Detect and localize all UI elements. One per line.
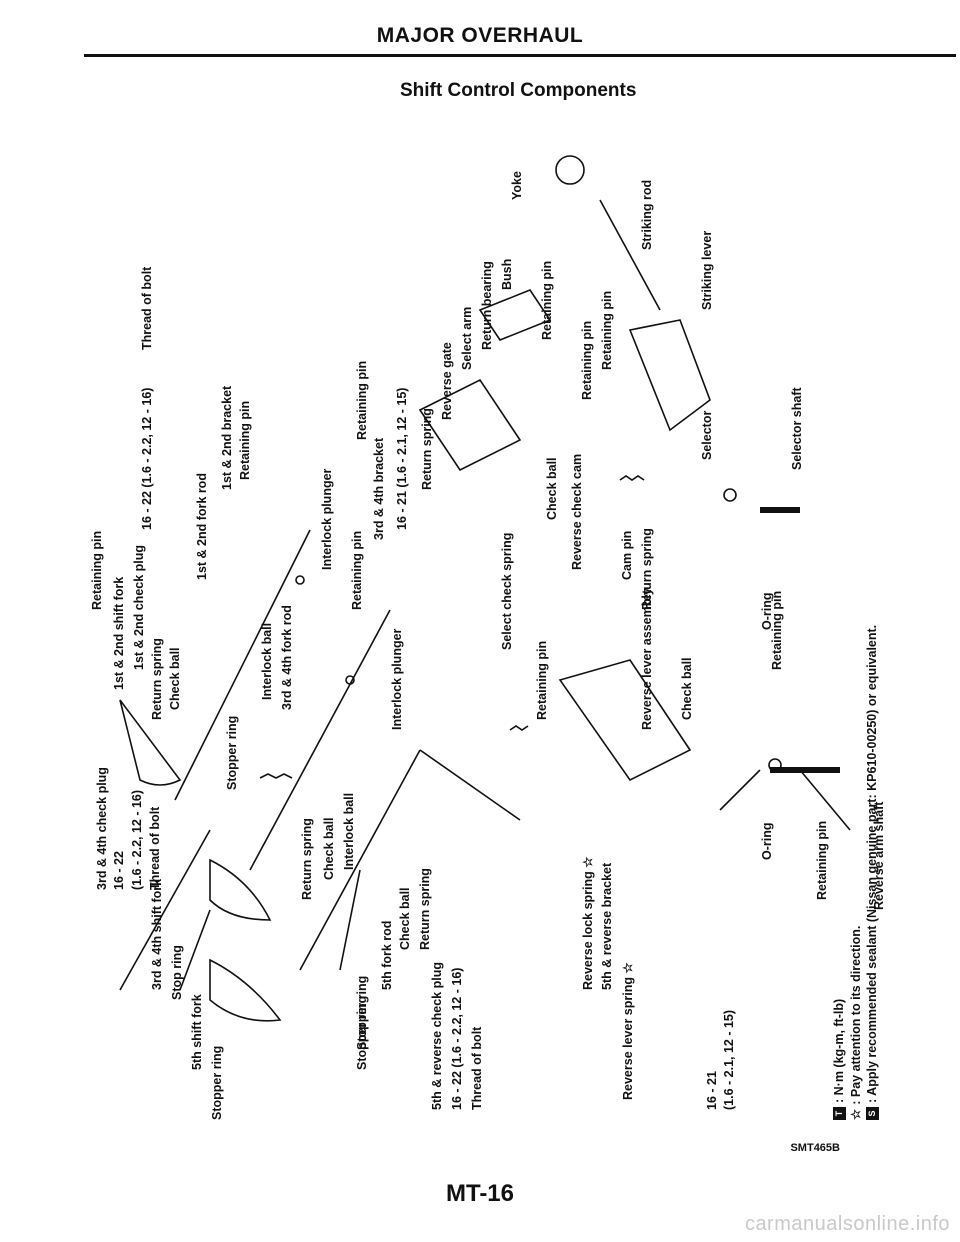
label-reverse-lever-assembly: Reverse lever assembly (640, 588, 654, 730)
label-thread-of-bolt: Thread of bolt (148, 806, 162, 890)
watermark: carmanualsonline.info (744, 1213, 950, 1235)
label-thread-of-bolt: Thread of bolt (140, 266, 154, 350)
label-retaining-pin: Retaining pin (90, 530, 104, 610)
reverse-lock-spring (509, 725, 529, 731)
rod-5th (299, 749, 421, 971)
label-torque-16-22: 16 - 22 (1.6 - 2.2, 12 - 16) (450, 967, 464, 1110)
label-retaining-pin: Retaining pin (815, 820, 829, 900)
label-torque-conversion: (1.6 - 2.2, 12 - 16) (130, 789, 144, 890)
legend-item-direction: ☆: Pay attention to its direction. (849, 925, 864, 1120)
label-striking-rod: Striking rod (640, 179, 654, 250)
label-check-ball: Check ball (322, 817, 336, 880)
reverse-gate (418, 378, 522, 472)
label-cam-pin: Cam pin (620, 530, 634, 580)
label-retaining-pin: Retaining pin (355, 360, 369, 440)
label-stop-ring: Stop ring (170, 945, 184, 1000)
torque-icon: T (833, 1107, 847, 1120)
legend-item-torque: T: N·m (kg-m, ft-lb) (832, 625, 847, 1120)
label-retaining-pin: Retaining pin (770, 590, 784, 670)
label-5th-reverse-check-plug: 5th & reverse check plug (430, 962, 444, 1110)
shift-fork-5th (209, 958, 282, 1022)
return-spring-2 (619, 475, 645, 481)
star-icon: ☆ (849, 1108, 864, 1120)
header-rule (84, 54, 956, 57)
label-check-ball: Check ball (545, 457, 559, 520)
label-o-ring: O-ring (760, 822, 774, 861)
label-selector-shaft: Selector shaft (790, 387, 804, 470)
label-3rd-4th-fork-rod: 3rd & 4th fork rod (280, 605, 294, 710)
label-select-check-spring: Select check spring (500, 532, 514, 650)
return-spring (259, 773, 293, 779)
rod-3rd-4th (249, 609, 391, 871)
exploded-diagram: Retaining pin 1st & 2nd shift fork 1st &… (0, 110, 960, 1180)
label-5th-reverse-bracket: 5th & reverse bracket (600, 862, 614, 990)
label-retaining-pin: Retaining pin (350, 530, 364, 610)
label-3rd-4th-check-plug: 3rd & 4th check plug (95, 767, 109, 890)
label-select-arm: Select arm (460, 306, 474, 370)
label-interlock-ball: Interlock ball (342, 792, 356, 870)
o-ring-2 (768, 758, 782, 772)
select-arm (478, 289, 552, 341)
label-torque-16-21: 16 - 21 (1.6 - 2.1, 12 - 15) (395, 387, 409, 530)
sealant-icon: S (866, 1107, 880, 1120)
label-return-spring: Return spring (420, 408, 434, 490)
label-1st-2nd-shift-fork: 1st & 2nd shift fork (112, 576, 126, 690)
label-interlock-plunger: Interlock plunger (320, 468, 334, 570)
rod-1st-2nd (174, 529, 311, 801)
striking-rod (599, 199, 661, 311)
label-3rd-4th-bracket: 3rd & 4th bracket (372, 437, 386, 540)
label-check-ball: Check ball (680, 657, 694, 720)
label-5th-fork-rod: 5th fork rod (380, 920, 394, 990)
label-retaining-pin: Retaining pin (540, 260, 554, 340)
label-interlock-ball: Interlock ball (260, 622, 274, 700)
label-return-spring: Return spring (150, 638, 164, 720)
label-3rd-4th-shift-fork: 3rd & 4th shift fork (150, 878, 164, 990)
label-torque-16-22: 16 - 22 (112, 851, 126, 890)
page-number: MT-16 (445, 1180, 514, 1207)
label-return-spring: Return spring (300, 818, 314, 900)
legend: T: N·m (kg-m, ft-lb) ☆: Pay attention to… (830, 625, 881, 1120)
label-yoke: Yoke (510, 171, 524, 200)
label-retaining-pin: Retaining pin (535, 640, 549, 720)
label-return-bearing: Return bearing (480, 261, 494, 350)
section-title: Shift Control Components (400, 80, 637, 101)
page-header-title: MAJOR OVERHAUL (376, 24, 584, 47)
shift-fork-3rd-4th (209, 858, 272, 921)
figure-code: SMT465B (790, 1142, 840, 1154)
label-reverse-lever-spring: Reverse lever spring ☆ (621, 962, 635, 1100)
label-reverse-check-cam: Reverse check cam (570, 453, 584, 570)
component-drawing (119, 155, 851, 1022)
label-retaining-pin: Retaining pin (238, 400, 252, 480)
label-check-ball: Check ball (398, 887, 412, 950)
label-interlock-plunger: Interlock plunger (390, 628, 404, 730)
label-thread-of-bolt: Thread of bolt (470, 1026, 484, 1110)
label-stopper-ring: Stopper ring (210, 1045, 224, 1120)
label-torque-conversion: (1.6 - 2.1, 12 - 15) (722, 1009, 736, 1110)
label-check-ball: Check ball (168, 647, 182, 710)
label-return-spring: Return spring (418, 868, 432, 950)
reverse-lever-assembly (558, 659, 692, 782)
shift-fork-1st-2nd (119, 699, 182, 786)
label-selector: Selector (700, 410, 714, 460)
striking-lever (628, 319, 711, 432)
label-stopper-ring: Stopper ring (225, 715, 239, 790)
yoke (555, 155, 585, 185)
check-ball (295, 575, 305, 585)
label-1st-2nd-fork-rod: 1st & 2nd fork rod (195, 473, 209, 580)
label-bush: Bush (500, 258, 514, 290)
label-torque-16-21: 16 - 21 (705, 1071, 719, 1110)
label-torque-16-22: 16 - 22 (1.6 - 2.2, 12 - 16) (140, 387, 154, 530)
label-5th-shift-fork: 5th shift fork (190, 994, 204, 1070)
legend-item-sealant: S: Apply recommended sealant (Nissan gen… (865, 625, 880, 1120)
interlock-ball (345, 675, 355, 685)
label-1st-2nd-check-plug: 1st & 2nd check plug (132, 544, 146, 670)
label-retaining-pin: Retaining pin (580, 320, 594, 400)
label-reverse-gate: Reverse gate (440, 342, 454, 420)
label-stopper-ring: Stopper ring (355, 995, 369, 1070)
label-striking-lever: Striking lever (700, 230, 714, 310)
label-reverse-lock-spring: Reverse lock spring ☆ (581, 856, 595, 990)
label-1st-2nd-bracket: 1st & 2nd bracket (220, 385, 234, 490)
o-ring (723, 488, 737, 502)
label-retaining-pin: Retaining pin (600, 290, 614, 370)
